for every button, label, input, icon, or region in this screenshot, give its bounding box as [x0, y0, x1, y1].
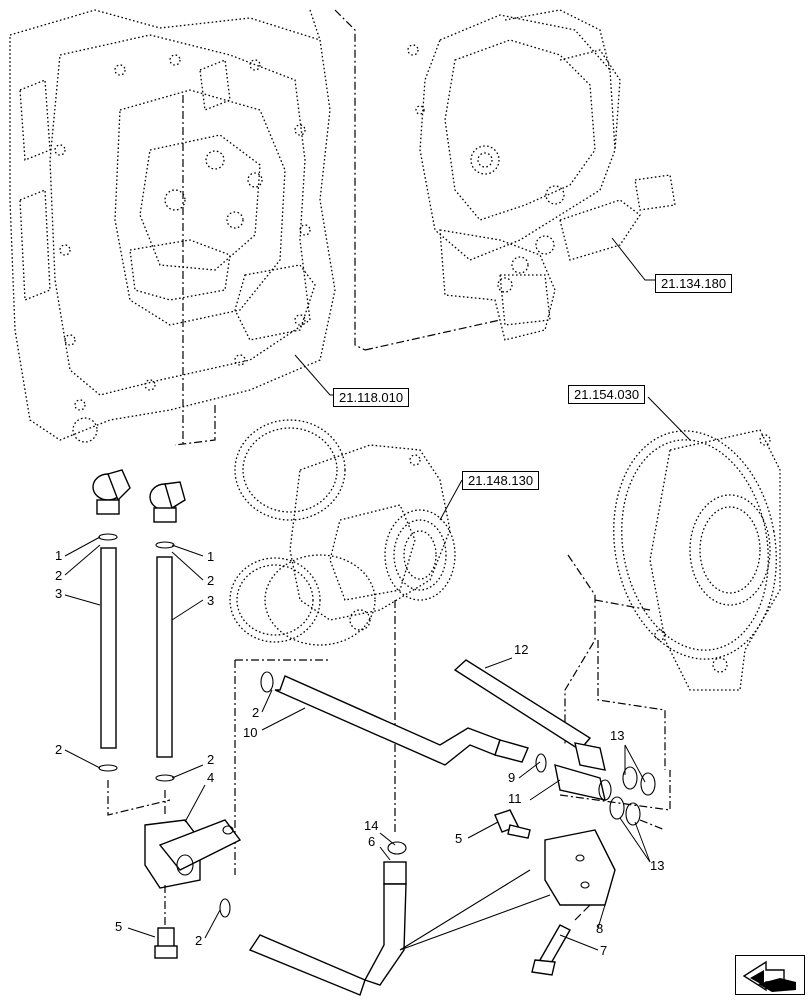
callout-13-top: 13: [610, 728, 624, 743]
callout-2-right-mid: 2: [207, 752, 214, 767]
callout-8: 8: [596, 921, 603, 936]
pto-housing: [613, 429, 781, 691]
bolt-5-bottom: [154, 927, 178, 959]
leader-lines: [64, 354, 691, 951]
callout-5-right: 5: [455, 831, 462, 846]
page-navigation-arrow-icon[interactable]: [735, 955, 805, 995]
callout-10: 10: [243, 725, 257, 740]
callout-3-left: 3: [55, 586, 62, 601]
reference-21-154-030[interactable]: 21.154.030: [568, 385, 646, 404]
mounting-plate: [544, 829, 616, 906]
callout-4: 4: [207, 770, 214, 785]
callout-1-right: 1: [207, 549, 214, 564]
right-pipe-assembly: [149, 481, 186, 782]
tube-12: [453, 659, 606, 771]
callout-9: 9: [508, 770, 515, 785]
callout-2-bottom: 2: [195, 933, 202, 948]
callout-13-bottom: 13: [650, 858, 664, 873]
callout-5-bottom: 5: [115, 919, 122, 934]
connector-block: [144, 819, 242, 889]
callout-3-right: 3: [207, 593, 214, 608]
fitting-11: [554, 764, 612, 801]
tube-10: [260, 671, 547, 773]
callout-2-tube: 2: [252, 705, 259, 720]
reference-21-118-010[interactable]: 21.118.010: [333, 388, 410, 407]
callout-12: 12: [514, 642, 528, 657]
callout-numbers: 1 2 3 1 2 3 2 2 4 5 2 2 10 12 9 11 13 13…: [55, 548, 664, 958]
left-pipe-assembly: [92, 469, 131, 772]
callout-2-left-mid: 2: [55, 742, 62, 757]
hydraulic-valve-unit: [407, 9, 676, 341]
arrow-icon: [742, 960, 796, 992]
reference-21-134-180[interactable]: 21.134.180: [655, 274, 733, 293]
callout-11: 11: [508, 791, 522, 806]
gear-pack-assembly: [229, 419, 456, 646]
callout-2-left-top: 2: [55, 568, 62, 583]
bolt-5-right: [494, 809, 531, 839]
callout-2-right-top: 2: [207, 573, 214, 588]
reference-21-148-130[interactable]: 21.148.130: [462, 471, 540, 490]
hose-6: [248, 841, 407, 996]
callout-7: 7: [600, 943, 607, 958]
callout-1-left: 1: [55, 548, 62, 563]
o-rings-13: [609, 766, 656, 826]
screw-7: [531, 924, 571, 976]
transmission-housing: [9, 9, 336, 443]
callout-14: 14: [364, 818, 378, 833]
callout-6: 6: [368, 834, 375, 849]
